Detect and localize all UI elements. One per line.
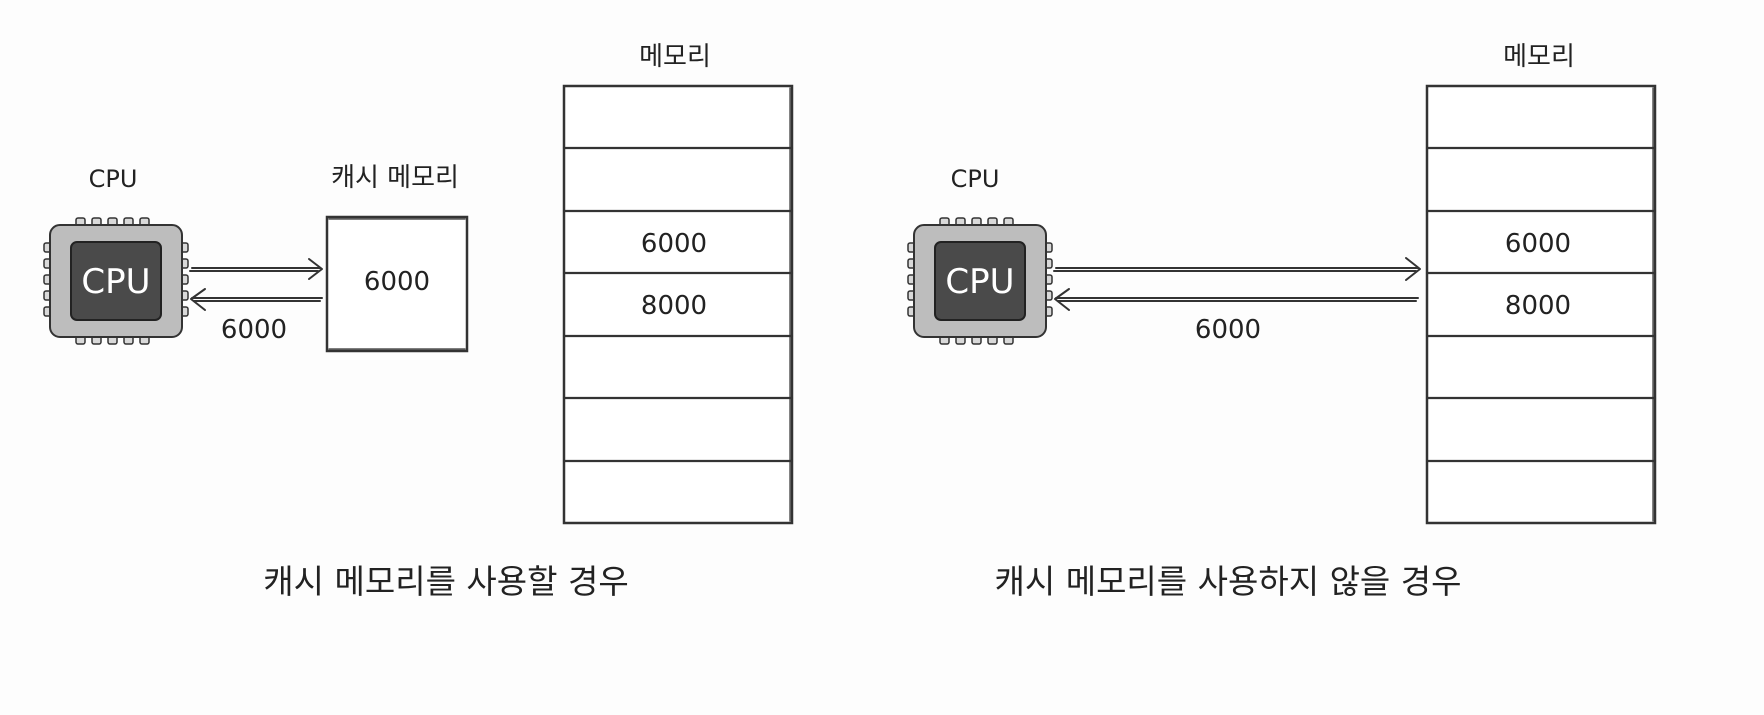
left-cache-value: 6000 (364, 267, 430, 297)
right-memory-stack (1425, 84, 1657, 525)
left-cache-title: 캐시 메모리 (331, 163, 459, 193)
left-memory-cell: 8000 (641, 291, 707, 321)
left-memory-cell-value: 8000 (641, 291, 707, 321)
left-cpu-chip-label: CPU (81, 262, 150, 302)
right-memory-cell: 8000 (1505, 291, 1571, 321)
left-response-arrow (190, 288, 323, 311)
right-arrow-label: 6000 (1195, 315, 1261, 345)
right-cpu-chip-label: CPU (945, 262, 1014, 302)
right-memory-cell-value: 8000 (1505, 291, 1571, 321)
right-memory-title: 메모리 (1503, 42, 1575, 72)
left-arrow-label: 6000 (221, 315, 287, 345)
left-cpu-title: CPU (89, 165, 138, 193)
right-memory-cell: 6000 (1505, 229, 1571, 259)
right-cpu-title: CPU (951, 165, 1000, 193)
right-memory-cell-value: 6000 (1505, 229, 1571, 259)
left-memory-title: 메모리 (639, 42, 711, 72)
left-memory-cell: 6000 (641, 229, 707, 259)
left-memory-cell-value: 6000 (641, 229, 707, 259)
left-memory-stack (562, 84, 794, 525)
right-request-arrow (1053, 257, 1421, 281)
left-panel: CPU (43, 42, 794, 601)
right-memory-dividers (1425, 146, 1657, 463)
right-caption: 캐시 메모리를 사용하지 않을 경우 (995, 562, 1462, 601)
right-cpu-core (934, 241, 1026, 321)
right-panel: CPU (907, 42, 1657, 601)
left-caption: 캐시 메모리를 사용할 경우 (263, 562, 628, 601)
left-cpu-icon: CPU (43, 217, 189, 345)
right-response-arrow (1054, 288, 1419, 311)
left-memory-dividers (562, 146, 794, 463)
left-cache-box (325, 215, 469, 353)
right-cpu-icon: CPU (907, 217, 1053, 345)
left-cpu-core (70, 241, 162, 321)
left-request-arrow (189, 258, 323, 280)
